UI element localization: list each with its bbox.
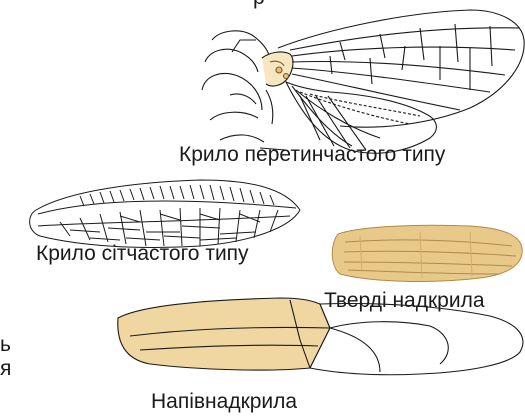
- caption-reticulate-wing: Крило сітчастого типу: [36, 242, 249, 266]
- caption-membranous-wing: Крило перетинчастого типу: [179, 143, 445, 167]
- membranous-wing-illustration: [202, 10, 524, 153]
- caption-hemelytra: Напівнадкрила: [151, 390, 297, 414]
- elytra-illustration: [332, 225, 522, 281]
- reticulate-wing-illustration: [30, 180, 300, 248]
- caption-hard-elytra: Тверді надкрила: [324, 289, 485, 313]
